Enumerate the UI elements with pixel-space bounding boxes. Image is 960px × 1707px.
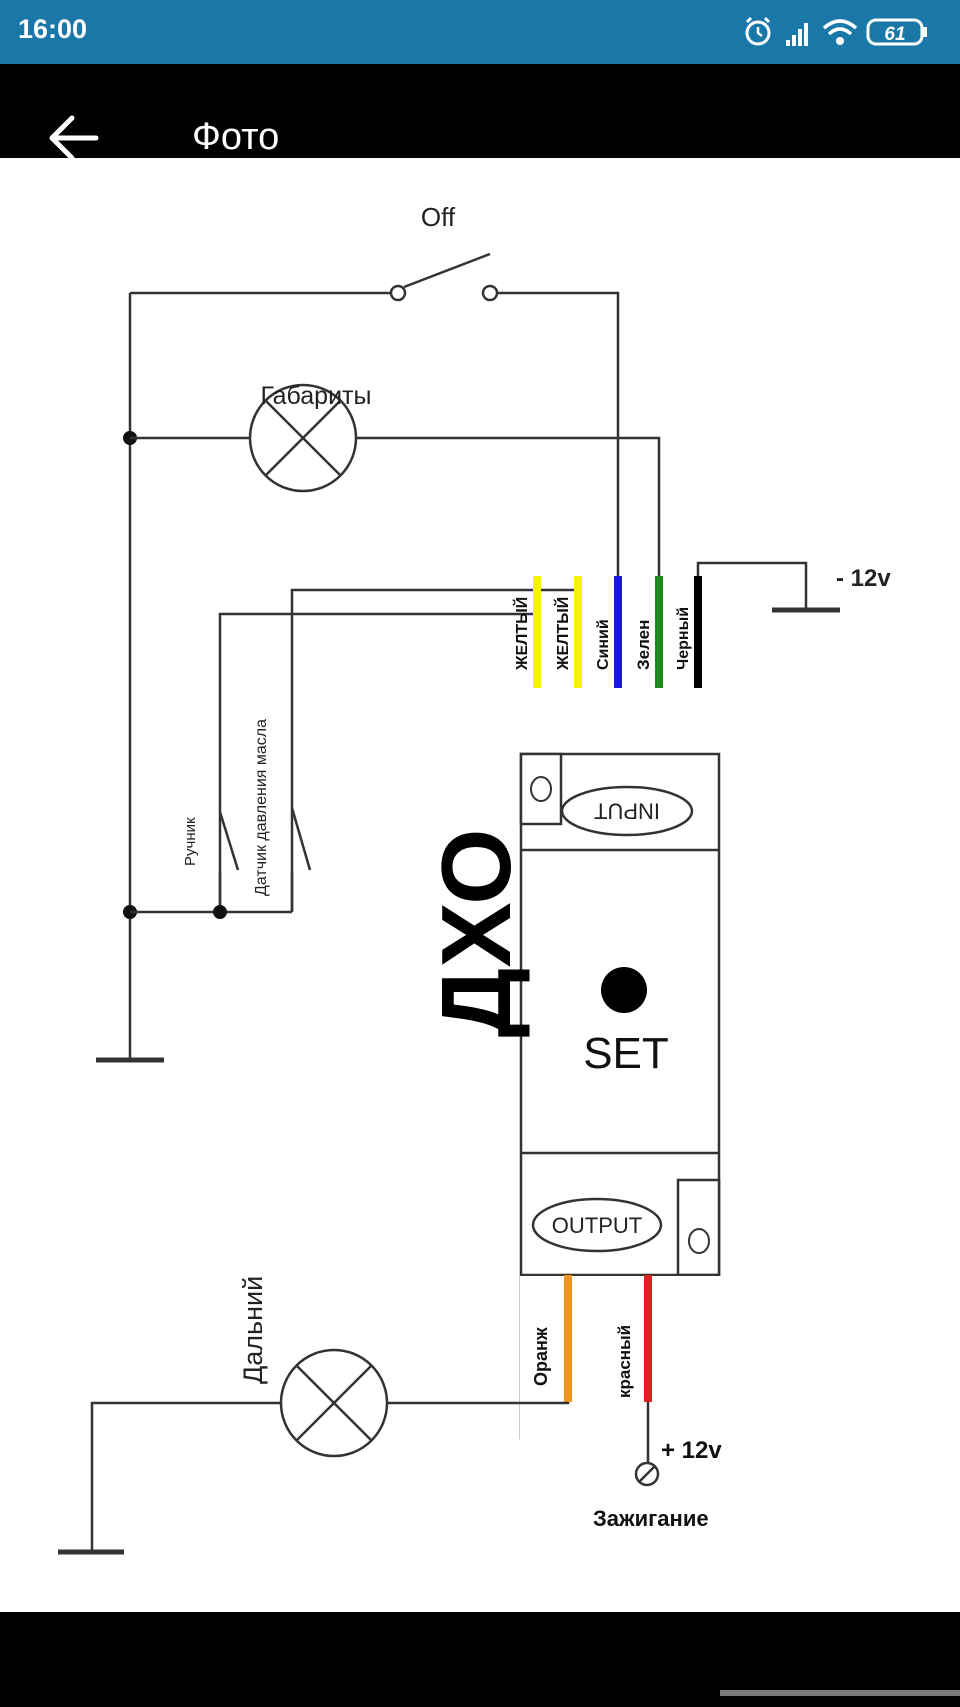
handbrake-switch: Ручник bbox=[182, 811, 240, 912]
plus-12v-label: + 12v bbox=[661, 1437, 722, 1464]
minus-12v-label: - 12v bbox=[836, 565, 891, 592]
signal-icon bbox=[786, 23, 808, 46]
device-label: ДХО bbox=[421, 829, 531, 1038]
orange-wire-label: Оранж bbox=[531, 1327, 551, 1386]
module-bottom-mask bbox=[520, 1276, 722, 1446]
app-bar bbox=[0, 64, 960, 158]
minus-12v-ground: - 12v bbox=[696, 561, 891, 688]
output-label: OUTPUT bbox=[552, 1213, 642, 1238]
off-switch: Off bbox=[130, 202, 620, 688]
oil-pressure-switch: Датчик давления масла bbox=[253, 719, 312, 912]
switch-label: Off bbox=[421, 202, 456, 232]
status-time: 16:00 bbox=[18, 14, 88, 44]
scroll-indicator bbox=[720, 1690, 960, 1696]
yellow-wire-2-label: ЖЕЛТЫЙ bbox=[553, 597, 572, 671]
junction-dot bbox=[213, 905, 227, 919]
black-wire-label: Черный bbox=[675, 607, 692, 670]
parking-lights-lamp: Габариты bbox=[130, 382, 661, 688]
set-label: SET bbox=[583, 1029, 669, 1078]
red-wire-label: красный bbox=[615, 1325, 634, 1398]
photo-viewer[interactable]: Off Габариты - 12v Ручник bbox=[0, 158, 960, 1612]
alarm-icon bbox=[745, 16, 771, 46]
high-beam-label: Дальний bbox=[238, 1276, 268, 1384]
battery-level: 61 bbox=[884, 24, 905, 45]
set-button-dot bbox=[601, 967, 647, 1013]
status-icons: 61 bbox=[745, 16, 927, 46]
handbrake-label: Ручник bbox=[182, 817, 199, 866]
wiring-diagram: Off Габариты - 12v Ручник bbox=[58, 202, 891, 1555]
yellow-wire-1-label: ЖЕЛТЫЙ bbox=[512, 597, 531, 671]
ignition-terminal: + 12v Зажигание bbox=[593, 1402, 722, 1531]
battery-icon: 61 bbox=[866, 18, 927, 46]
green-wire-label: Зелен bbox=[634, 620, 653, 670]
wifi-icon bbox=[822, 19, 858, 45]
back-button[interactable] bbox=[44, 108, 104, 168]
arrow-back-icon bbox=[49, 115, 99, 161]
ignition-label: Зажигание bbox=[593, 1506, 709, 1531]
oil-sensor-label: Датчик давления масла bbox=[253, 719, 270, 896]
blue-wire-label: Синий bbox=[595, 619, 612, 670]
app-bar-title: Фото bbox=[192, 116, 280, 158]
high-beam-lamp: Дальний bbox=[58, 1276, 570, 1555]
status-bar: 16:00 61 bbox=[0, 0, 960, 64]
parking-lights-label: Габариты bbox=[261, 382, 372, 410]
input-label: INPUT bbox=[594, 799, 660, 824]
